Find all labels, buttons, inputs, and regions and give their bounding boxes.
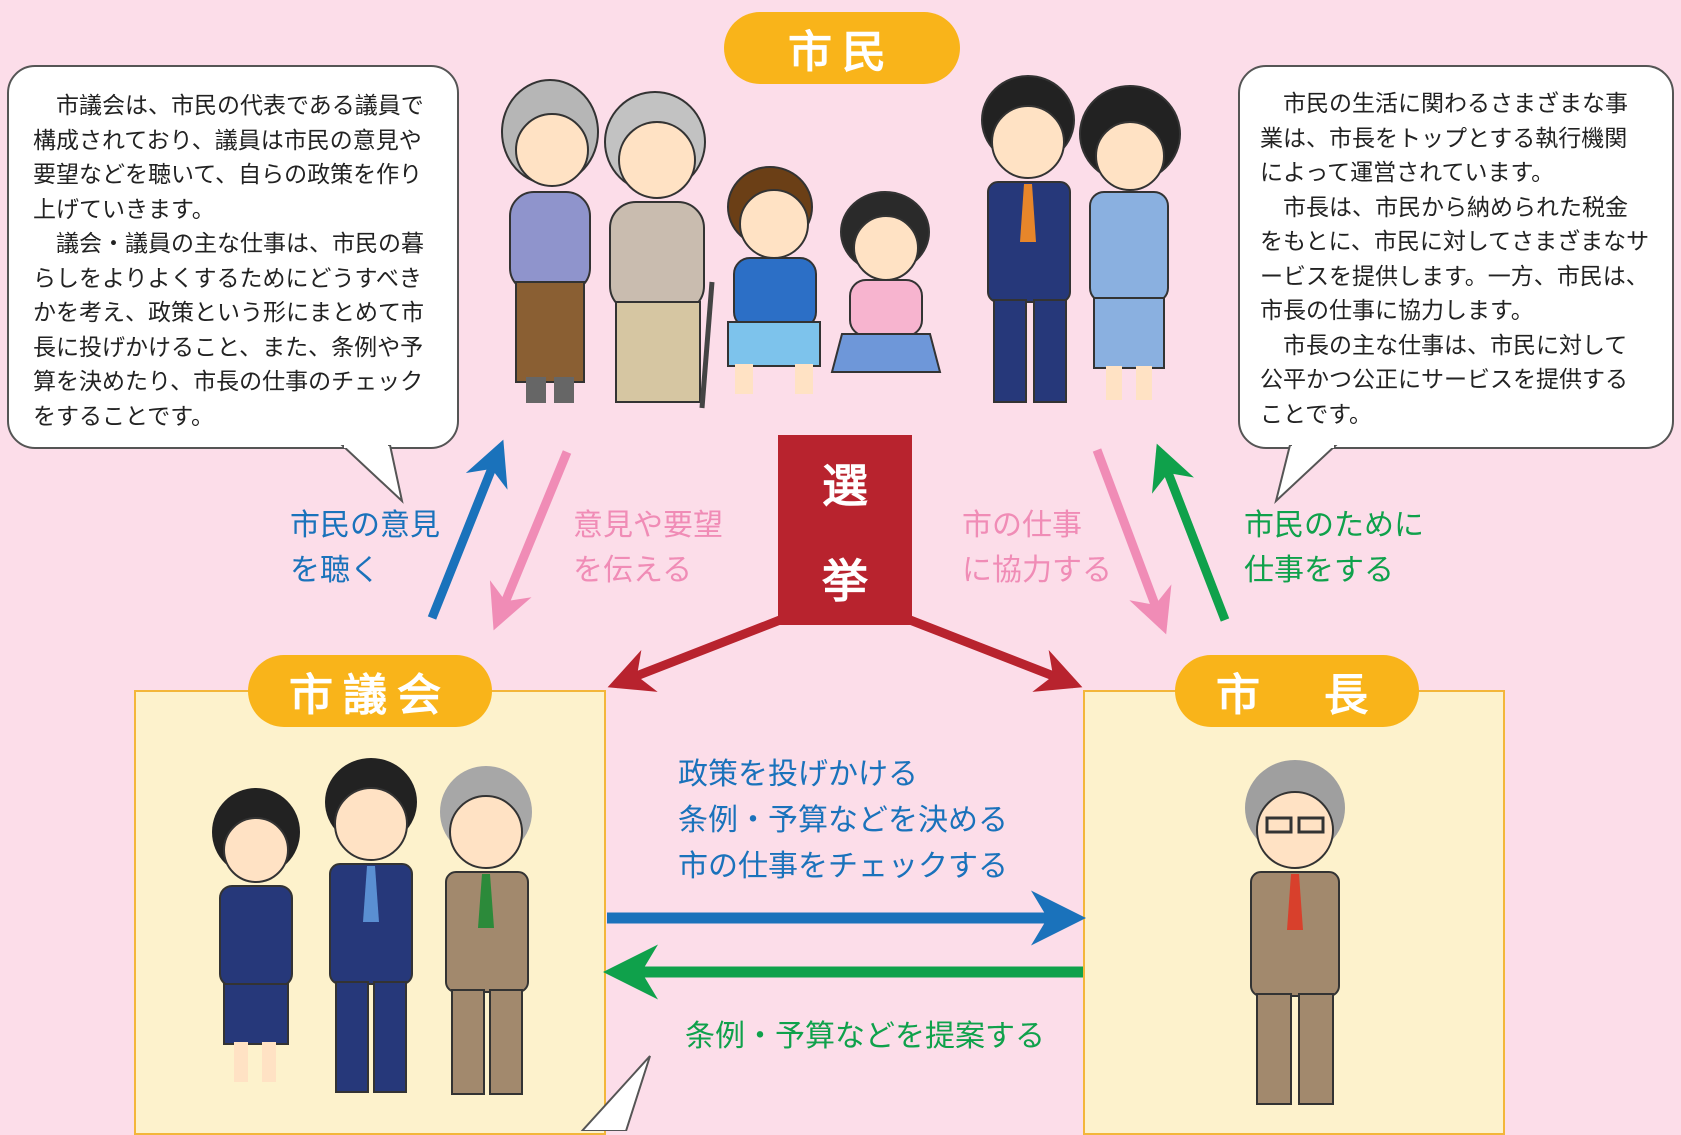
mayor-illustration [1245, 760, 1345, 1105]
label-cooperate: 市の仕事 に協力する [962, 508, 1112, 588]
council-members-illustration [212, 758, 532, 1095]
council-box-bubble-tail [580, 1055, 651, 1131]
council-bubble-tail [340, 445, 404, 504]
mayor-bubble-paragraph-3: 市長の主な仕事は、市民に対して公平かつ公正にサービスを提供することです。 [1260, 332, 1628, 428]
council-speech-bubble: 市議会は、市民の代表である議員で構成されており、議員は市民の意見や要望などを聴い… [7, 65, 459, 449]
mayor-bubble-tail [1274, 445, 1338, 505]
citizens-illustration [501, 75, 1181, 409]
label-work-for: 市民のために 仕事をする [1244, 508, 1424, 588]
council-bubble-paragraph-1: 市議会は、市民の代表である議員で構成されており、議員は市民の意見や要望などを聴い… [33, 93, 424, 223]
council-member-woman [212, 788, 300, 1082]
arrow-cooperate [1092, 448, 1172, 635]
label-mayor-to-council: 条例・予算などを提案する [685, 1019, 1045, 1054]
grandmother-figure [501, 79, 599, 403]
mayor-bubble-paragraph-1: 市民の生活に関わるさまざまな事業は、市長をトップとする執行機関によって運営されて… [1260, 91, 1628, 186]
arrow-listen [427, 439, 508, 620]
mayor-title: 市 長 [1175, 655, 1419, 727]
council-member-young-man [325, 758, 417, 1093]
mayor-bubble-paragraph-2: 市長は、市民から納められた税金をもとに、市民に対してさまざまなサービスを提供しま… [1260, 194, 1650, 325]
arrow-election-council [607, 615, 782, 692]
council-bubble-paragraph-2: 議会・議員の主な仕事は、市民の暮らしをよりよくするためにどうすべきかを考え、政策… [33, 231, 424, 430]
council-member-senior-man [440, 766, 532, 1095]
grandfather-figure [604, 91, 715, 409]
mayor-speech-bubble: 市民の生活に関わるさまざまな事業は、市長をトップとする執行機関によって運営されて… [1238, 65, 1674, 449]
label-listen: 市民の意見 を聴く [290, 508, 440, 588]
election-char-2: 挙 [822, 553, 868, 608]
citizens-title: 市民 [724, 12, 960, 84]
label-convey: 意見や要望 を伝える [573, 508, 723, 588]
boy-figure [727, 166, 821, 394]
girl-figure [830, 191, 942, 373]
arrow-election-mayor [908, 615, 1083, 692]
mother-figure [1079, 85, 1181, 400]
mayor-box [1083, 690, 1505, 1135]
arrow-work-for [1152, 443, 1230, 622]
label-council-to-mayor: 政策を投げかける 条例・予算などを決める 市の仕事をチェックする [678, 757, 1008, 884]
father-figure [981, 75, 1075, 403]
election-char-1: 選 [822, 458, 868, 513]
election-box: 選 挙 [778, 435, 912, 625]
council-box [134, 690, 606, 1135]
arrow-convey [489, 450, 572, 631]
council-title: 市議会 [248, 655, 492, 727]
